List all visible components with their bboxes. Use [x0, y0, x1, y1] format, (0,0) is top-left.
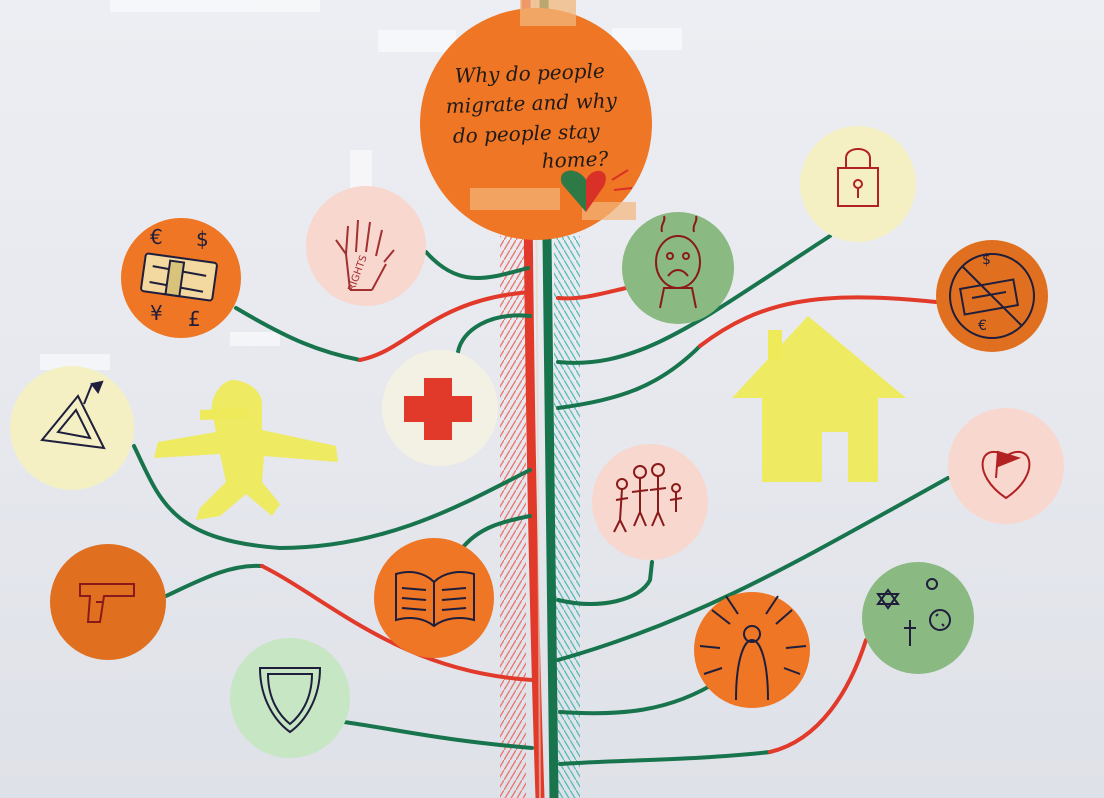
no-money-icon — [949, 253, 1035, 339]
house-icon — [732, 316, 906, 482]
pointing-hands-circle — [694, 592, 810, 708]
shield-circle — [230, 638, 350, 758]
dollar-icon-2: $ — [982, 252, 991, 268]
title-lines: Why do people migrate and why do people … — [445, 59, 618, 173]
sad-face-circle — [622, 212, 734, 324]
no-money-circle: $ € — [936, 240, 1048, 352]
heart-flag-icon — [981, 450, 1031, 500]
red-cross-icon — [404, 378, 472, 440]
money-icon — [140, 252, 218, 302]
lock-icon — [837, 148, 879, 207]
heart-flag-circle — [948, 408, 1064, 524]
red-cross-circle — [382, 350, 498, 466]
yen-icon: ¥ — [150, 301, 163, 325]
family-circle — [592, 444, 708, 560]
title-bubble — [420, 0, 652, 240]
book-icon — [395, 571, 475, 628]
airplane-icon — [154, 380, 338, 520]
shield-icon — [258, 667, 322, 734]
tent-flag-icon — [40, 380, 106, 450]
title-line-4: home? — [541, 147, 609, 173]
money-circle: € $ ¥ £ — [121, 218, 241, 338]
rights-circle: RIGHTS — [306, 186, 426, 306]
gun-icon — [79, 583, 135, 623]
sad-face-icon — [655, 215, 701, 309]
lock-circle — [800, 126, 916, 242]
euro-icon-2: € — [978, 318, 987, 334]
pointing-hands-icon — [699, 595, 807, 701]
pound-icon: £ — [188, 307, 201, 331]
religion-symbols-icon — [876, 578, 951, 646]
tent-circle — [10, 366, 134, 490]
euro-icon: € — [150, 225, 163, 249]
title-line-3: do people stay — [452, 119, 600, 148]
branches — [132, 234, 950, 766]
tape-strips — [40, 0, 682, 370]
title-line-1: Why do people — [454, 59, 605, 88]
rights-hand-icon — [335, 219, 395, 291]
dollar-icon: $ — [196, 227, 209, 251]
book-circle — [374, 538, 494, 658]
religion-circle — [862, 562, 974, 674]
family-icon — [613, 463, 683, 533]
title-line-2: migrate and why — [445, 88, 618, 118]
gun-circle — [50, 544, 166, 660]
